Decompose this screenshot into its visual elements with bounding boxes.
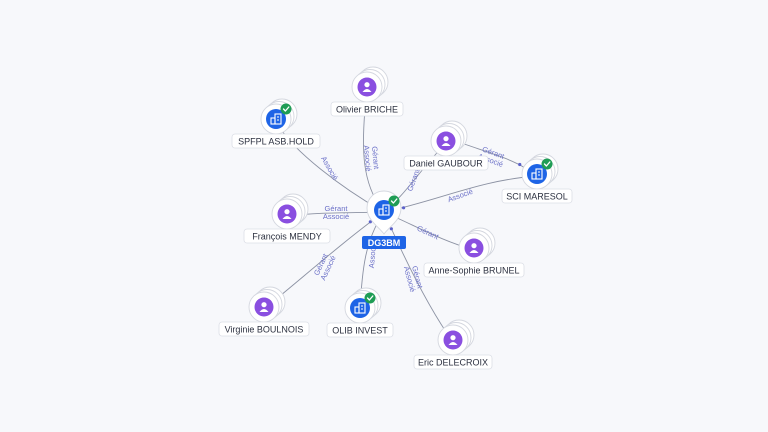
node-daniel[interactable]: Daniel GAUBOUR: [403, 120, 489, 171]
verified-check-icon: [541, 158, 553, 170]
node-label: SCI MARESOL: [506, 192, 568, 202]
node-spfpl[interactable]: SPFPL ASB.HOLD: [231, 98, 321, 149]
building-icon: [527, 164, 547, 184]
node-label: Daniel GAUBOUR: [409, 159, 483, 169]
node-label-bg: [218, 321, 310, 337]
node-olib[interactable]: OLIB INVEST: [326, 287, 394, 338]
node-label: Virginie BOULNOIS: [225, 325, 304, 335]
building-icon: [350, 298, 370, 318]
node-label: SPFPL ASB.HOLD: [238, 137, 314, 147]
edge-daniel-maresol-arrow: [518, 162, 522, 167]
node-maresol[interactable]: SCI MARESOL: [501, 153, 573, 204]
node-anne[interactable]: Anne-Sophie BRUNEL: [423, 227, 525, 278]
node-eric-arrow: [389, 227, 393, 231]
edge-label-text: Gérant: [415, 224, 440, 242]
node-label-bg: [403, 155, 489, 171]
node-anne-edge-label: Gérant: [415, 224, 440, 242]
edge-label-text: Associé: [319, 155, 340, 182]
node-maresol-arrow: [402, 206, 406, 210]
person-icon: [357, 77, 377, 97]
person-icon: [464, 238, 484, 258]
node-label: Olivier BRICHE: [336, 105, 398, 115]
verified-check-icon: [388, 195, 400, 207]
node-olib-edge-label: Associé: [367, 242, 378, 269]
verified-check-icon: [364, 292, 376, 304]
edge-label-text: Associé: [323, 212, 349, 221]
node-label: OLIB INVEST: [332, 326, 388, 336]
node-label-bg: [231, 133, 321, 149]
node-maresol-edge-label: Associé: [446, 187, 474, 204]
node-daniel-edge-label: Gérant: [405, 167, 422, 192]
person-icon: [254, 297, 274, 317]
node-eric[interactable]: Eric DELECROIX: [413, 319, 493, 370]
building-icon: [266, 109, 286, 129]
edge-label-text: Gérant: [370, 146, 381, 171]
center-label: DG3BM: [368, 238, 401, 248]
node-virginie[interactable]: Virginie BOULNOIS: [218, 286, 310, 337]
node-label-bg: [501, 188, 573, 204]
node-label-bg: [330, 101, 404, 117]
person-icon: [443, 330, 463, 350]
node-francois[interactable]: François MENDY: [243, 193, 331, 244]
edge-label-text: Gérant: [405, 167, 422, 192]
nodes-layer: Olivier BRICHE SPFPL ASB.HOLD Daniel GAUBO…: [218, 66, 573, 370]
edge-label-text: Associé: [446, 187, 474, 204]
edge-label-text: Associé: [362, 145, 373, 172]
node-olivier[interactable]: Olivier BRICHE: [330, 66, 404, 117]
person-icon: [277, 204, 297, 224]
center-label-bg: [362, 236, 406, 249]
node-label: Anne-Sophie BRUNEL: [428, 266, 519, 276]
node-label-bg: [326, 322, 394, 338]
building-icon: [374, 200, 394, 220]
edge-label-text: Associé: [367, 242, 378, 269]
node-label-bg: [413, 354, 493, 370]
node-label-bg: [243, 228, 331, 244]
person-icon: [436, 131, 456, 151]
edge-label-text: Gérant: [325, 204, 349, 213]
node-label: Eric DELECROIX: [418, 358, 488, 368]
node-virginie-arrow: [368, 220, 372, 224]
node-label: François MENDY: [252, 232, 322, 242]
verified-check-icon: [280, 103, 292, 115]
node-spfpl-edge-label: Associé: [319, 155, 340, 182]
center-node[interactable]: DG3BM: [362, 190, 406, 249]
node-label-bg: [423, 262, 525, 278]
